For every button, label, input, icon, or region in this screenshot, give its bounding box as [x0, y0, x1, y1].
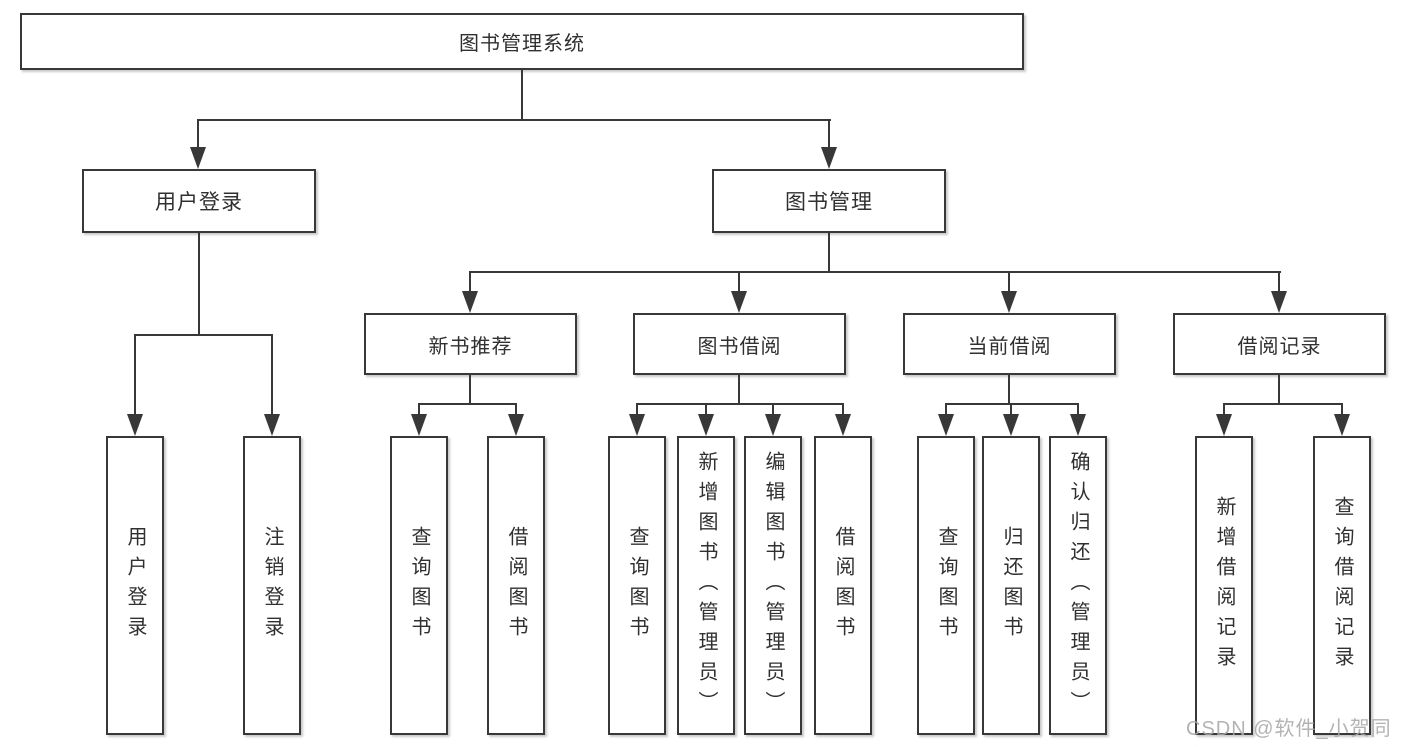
node-borrow-records: 借阅记录 [1173, 313, 1386, 375]
node-nbr-query-books-label: 查询图书 [408, 525, 430, 646]
node-br-query-record: 查询借阅记录 [1313, 436, 1371, 735]
connector-line [1278, 271, 1280, 295]
connector-line [469, 271, 471, 295]
connector-line [134, 334, 273, 336]
node-bb-edit-books-admin-label: 编辑图书（管理员） [762, 450, 784, 721]
connector-line [418, 403, 517, 405]
connector-line [197, 119, 199, 151]
arrow-down-icon [731, 291, 747, 313]
connector-line [945, 403, 1079, 405]
arrow-down-icon [1216, 414, 1232, 436]
arrow-down-icon [821, 147, 837, 169]
node-cb-confirm-return-admin: 确认归还（管理员） [1049, 436, 1107, 735]
connector-line [521, 70, 523, 121]
arrow-down-icon [1003, 414, 1019, 436]
connector-line [828, 119, 830, 151]
connector-line [1223, 403, 1343, 405]
connector-line [705, 403, 707, 417]
node-current-borrow: 当前借阅 [903, 313, 1116, 375]
node-cb-query-books-label: 查询图书 [935, 525, 957, 646]
connector-line [828, 233, 830, 273]
node-bb-borrow-books-label: 借阅图书 [832, 525, 854, 646]
node-login-label: 用户登录 [124, 525, 146, 646]
connector-line [198, 233, 200, 336]
connector-line [945, 403, 947, 417]
connector-line [134, 334, 136, 418]
connector-line [772, 403, 774, 417]
connector-line [1008, 375, 1010, 405]
arrow-down-icon [765, 414, 781, 436]
connector-line [1223, 403, 1225, 417]
node-br-add-record-label: 新增借阅记录 [1213, 495, 1235, 676]
node-br-query-record-label: 查询借阅记录 [1331, 495, 1353, 676]
node-cb-return-books-label: 归还图书 [1000, 525, 1022, 646]
node-nbr-borrow-books: 借阅图书 [487, 436, 545, 735]
connector-line [197, 119, 831, 121]
node-bb-borrow-books: 借阅图书 [814, 436, 872, 735]
node-cb-confirm-return-admin-label: 确认归还（管理员） [1067, 450, 1089, 721]
arrow-down-icon [127, 414, 143, 436]
arrow-down-icon [835, 414, 851, 436]
arrow-down-icon [938, 414, 954, 436]
connector-line [636, 403, 844, 405]
watermark: CSDN @软件_小贺同学 [1186, 718, 1392, 740]
node-cb-query-books: 查询图书 [917, 436, 975, 735]
node-bb-query-books: 查询图书 [608, 436, 666, 735]
connector-line [271, 334, 273, 418]
connector-line [738, 375, 740, 405]
node-logout-label: 注销登录 [261, 525, 283, 646]
arrow-down-icon [411, 414, 427, 436]
node-logout: 注销登录 [243, 436, 301, 735]
node-nbr-borrow-books-label: 借阅图书 [505, 525, 527, 646]
node-root: 图书管理系统 [20, 13, 1024, 70]
arrow-down-icon [698, 414, 714, 436]
connector-line [469, 271, 1281, 273]
connector-line [1341, 403, 1343, 417]
node-user-login-label: 用户登录 [155, 191, 243, 214]
node-book-borrow-label: 图书借阅 [697, 335, 782, 358]
connector-line [1010, 403, 1012, 417]
node-root-label: 图书管理系统 [459, 33, 585, 55]
connector-line [1278, 375, 1280, 405]
node-new-book-recommend-label: 新书推荐 [428, 335, 513, 358]
node-cb-return-books: 归还图书 [982, 436, 1040, 735]
node-bb-add-books-admin-label: 新增图书（管理员） [695, 450, 717, 721]
node-bb-query-books-label: 查询图书 [626, 525, 648, 646]
arrow-down-icon [1334, 414, 1350, 436]
connector-line [1008, 271, 1010, 295]
connector-line [1077, 403, 1079, 417]
node-new-book-recommend: 新书推荐 [364, 313, 577, 375]
arrow-down-icon [462, 291, 478, 313]
node-current-borrow-label: 当前借阅 [967, 335, 1052, 358]
node-bb-add-books-admin: 新增图书（管理员） [677, 436, 735, 735]
arrow-down-icon [629, 414, 645, 436]
arrow-down-icon [1271, 291, 1287, 313]
node-bb-edit-books-admin: 编辑图书（管理员） [744, 436, 802, 735]
connector-line [842, 403, 844, 417]
arrow-down-icon [1070, 414, 1086, 436]
connector-line [515, 403, 517, 417]
node-user-login: 用户登录 [82, 169, 316, 233]
arrow-down-icon [190, 147, 206, 169]
node-book-management: 图书管理 [712, 169, 946, 233]
node-book-management-label: 图书管理 [785, 191, 873, 214]
node-book-borrow: 图书借阅 [633, 313, 846, 375]
arrow-down-icon [508, 414, 524, 436]
node-nbr-query-books: 查询图书 [390, 436, 448, 735]
connector-line [469, 375, 471, 405]
connector-line [418, 403, 420, 417]
node-br-add-record: 新增借阅记录 [1195, 436, 1253, 735]
node-login: 用户登录 [106, 436, 164, 735]
arrow-down-icon [1001, 291, 1017, 313]
node-borrow-records-label: 借阅记录 [1237, 335, 1322, 358]
connector-line [636, 403, 638, 417]
arrow-down-icon [264, 414, 280, 436]
connector-line [738, 271, 740, 295]
